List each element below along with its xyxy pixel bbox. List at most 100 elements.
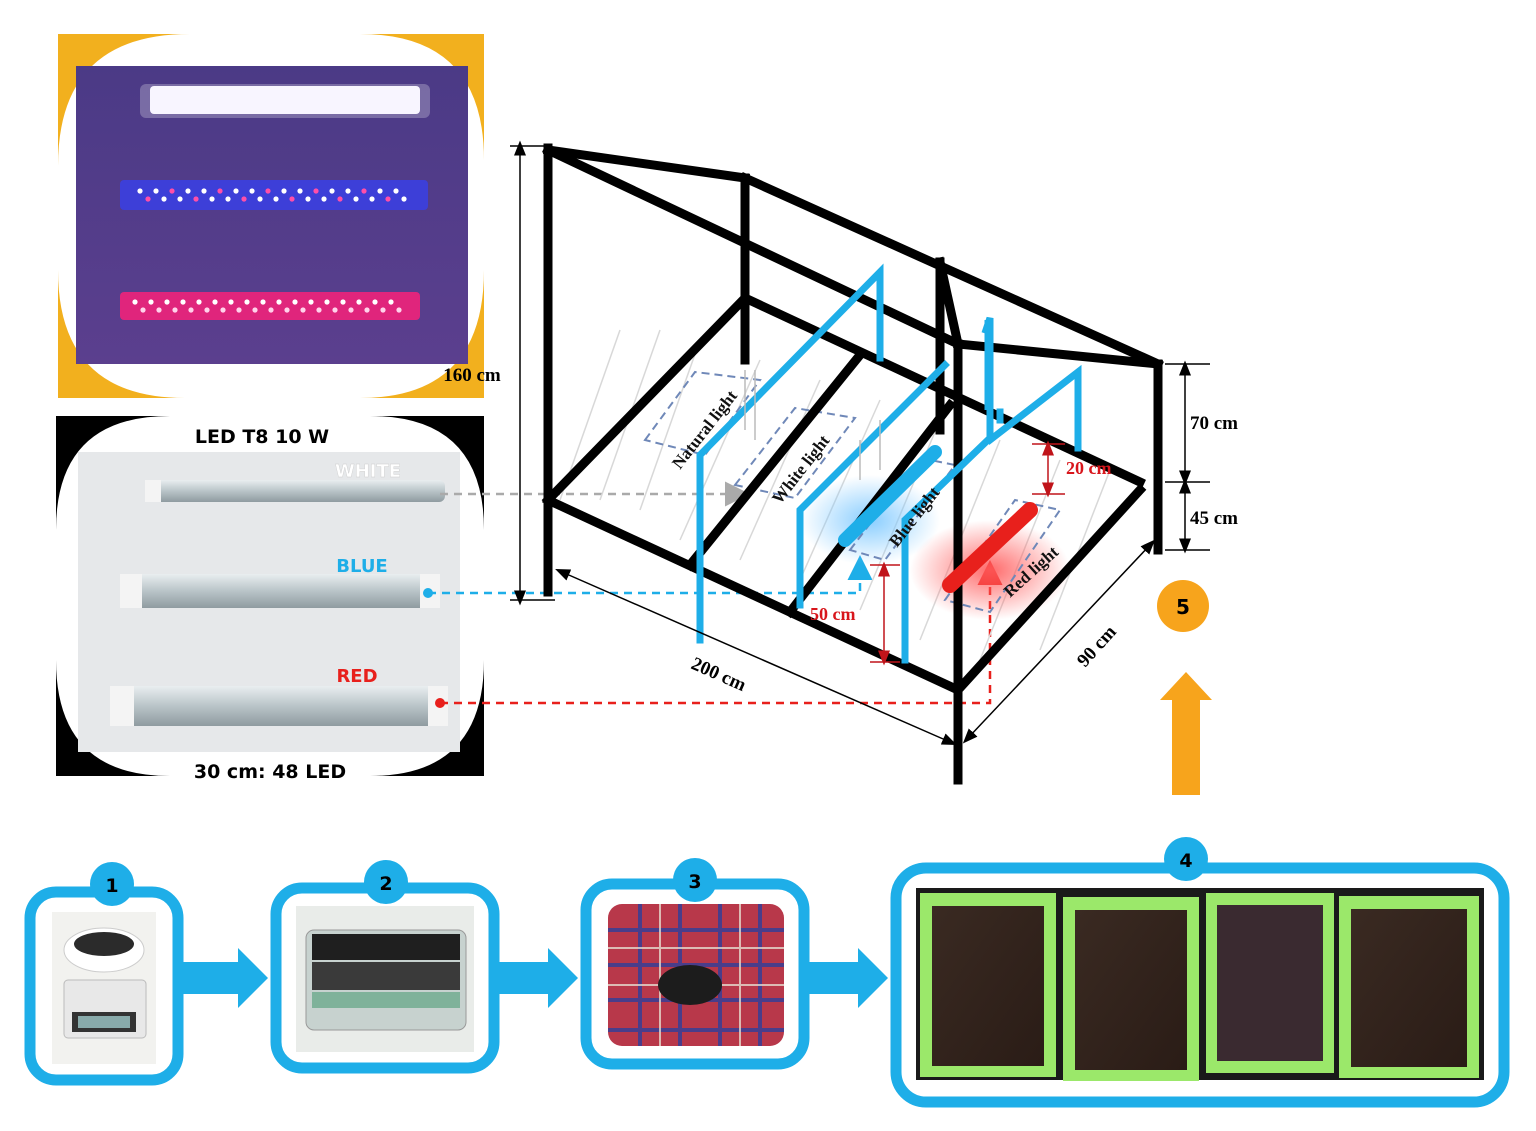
led-tubes-panel: LED T8 10 W WHITE BLUE RED 30 cm: 48 LED xyxy=(56,416,484,783)
led-dot xyxy=(321,196,327,202)
step-5-number: 5 xyxy=(1176,595,1190,619)
led-dot xyxy=(329,188,335,194)
led-dot xyxy=(388,299,394,305)
led-dot xyxy=(364,307,370,313)
led-dot xyxy=(361,188,367,194)
led-dot xyxy=(348,307,354,313)
led-dot xyxy=(244,299,250,305)
led-dot xyxy=(308,299,314,305)
led-dot xyxy=(201,188,207,194)
led-dot xyxy=(153,188,159,194)
led-dot xyxy=(204,307,210,313)
led-dot xyxy=(225,196,231,202)
white-label: WHITE xyxy=(335,461,401,482)
led-dot xyxy=(401,196,407,202)
led-dot xyxy=(300,307,306,313)
led-dot xyxy=(289,196,295,202)
led-dot xyxy=(297,188,303,194)
led-dot xyxy=(372,299,378,305)
led-dot xyxy=(356,299,362,305)
led-dot xyxy=(276,299,282,305)
led-dot xyxy=(172,307,178,313)
step-2-number: 2 xyxy=(379,873,392,895)
step-1-card: 1 xyxy=(24,862,184,1086)
led-caption: 30 cm: 48 LED xyxy=(194,761,346,783)
led-dot xyxy=(369,196,375,202)
led-dot xyxy=(249,188,255,194)
led-dot xyxy=(257,196,263,202)
led-dot xyxy=(305,196,311,202)
step-2-card: 2 xyxy=(270,860,500,1074)
led-dot xyxy=(393,188,399,194)
led-dot xyxy=(177,196,183,202)
led-dot xyxy=(396,307,402,313)
led-dot xyxy=(353,196,359,202)
led-dot xyxy=(148,299,154,305)
led-dot xyxy=(268,307,274,313)
led-dot xyxy=(233,188,239,194)
led-dot xyxy=(260,299,266,305)
red-led-dots xyxy=(132,299,402,313)
blue-lamp xyxy=(838,445,942,547)
led-dot xyxy=(220,307,226,313)
red-label: RED xyxy=(336,666,377,687)
led-dot xyxy=(380,307,386,313)
plant-gap-label: 50 cm xyxy=(810,604,855,624)
led-dot xyxy=(337,196,343,202)
led-dot xyxy=(377,188,383,194)
blue-label: BLUE xyxy=(336,556,387,577)
led-dot xyxy=(180,299,186,305)
led-dot xyxy=(241,196,247,202)
step-4-number: 4 xyxy=(1179,850,1192,872)
growth-chamber: Natural light White light Blue light Red… xyxy=(443,140,1238,785)
led-photo-panel xyxy=(58,34,484,398)
length-label: 200 cm xyxy=(688,653,749,696)
led-dot xyxy=(340,299,346,305)
height-label: 160 cm xyxy=(443,365,501,386)
lower-height-label: 45 cm xyxy=(1190,508,1238,529)
led-dot xyxy=(228,299,234,305)
led-dot xyxy=(140,307,146,313)
led-dot xyxy=(196,299,202,305)
soil-trays xyxy=(920,893,1479,1081)
led-dot xyxy=(209,196,215,202)
led-dot xyxy=(345,188,351,194)
led-dot xyxy=(284,307,290,313)
process-steps: 1 2 xyxy=(24,837,1510,1108)
led-dot xyxy=(217,188,223,194)
up-arrow-icon xyxy=(1160,672,1212,795)
step-3-number: 3 xyxy=(688,871,701,893)
led-dot xyxy=(252,307,258,313)
led-dot xyxy=(292,299,298,305)
led-dot xyxy=(281,188,287,194)
led-dot xyxy=(265,188,271,194)
led-dot xyxy=(132,299,138,305)
led-dot xyxy=(145,196,151,202)
led-dot xyxy=(137,188,143,194)
led-dot xyxy=(236,307,242,313)
step-4-card: 4 xyxy=(890,837,1510,1108)
led-dot xyxy=(193,196,199,202)
led-dot xyxy=(273,196,279,202)
led-dot xyxy=(385,196,391,202)
led-dot xyxy=(324,299,330,305)
led-dot xyxy=(313,188,319,194)
flow-arrows xyxy=(180,948,888,1008)
led-dot xyxy=(169,188,175,194)
led-title: LED T8 10 W xyxy=(195,426,329,448)
step-3-card: 3 xyxy=(580,858,810,1070)
led-dot xyxy=(316,307,322,313)
step-1-number: 1 xyxy=(105,875,118,897)
blue-led-dots xyxy=(137,188,407,202)
led-dot xyxy=(188,307,194,313)
led-dot xyxy=(212,299,218,305)
upper-height-label: 70 cm xyxy=(1190,413,1238,434)
led-dot xyxy=(332,307,338,313)
led-dot xyxy=(164,299,170,305)
led-dot xyxy=(161,196,167,202)
lamp-gap-label: 20 cm xyxy=(1066,458,1111,478)
led-dot xyxy=(156,307,162,313)
step-5: 5 xyxy=(1157,580,1212,795)
led-dot xyxy=(185,188,191,194)
